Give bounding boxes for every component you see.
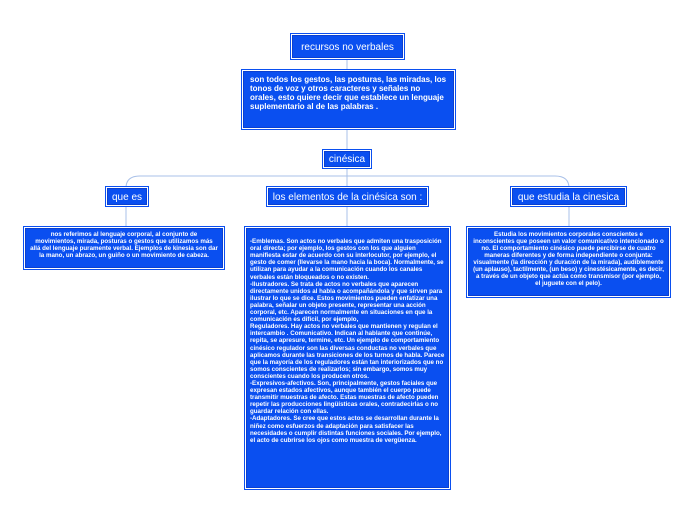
kinesics-label: cinésica xyxy=(328,154,366,165)
root-topic-label: recursos no verbales xyxy=(301,42,394,53)
elements-topic[interactable]: los elementos de la cinésica son : xyxy=(268,188,427,205)
elements-description[interactable]: -Emblemas. Son actos no verbales que adm… xyxy=(246,228,449,488)
studies-label: que estudia la cinesica xyxy=(517,192,620,203)
root-topic[interactable]: recursos no verbales xyxy=(292,35,403,58)
elements-description-text: -Emblemas. Son actos no verbales que adm… xyxy=(250,238,445,444)
studies-topic[interactable]: que estudia la cinesica xyxy=(512,188,625,205)
definition-text: son todos los gestos, las posturas, las … xyxy=(250,75,447,111)
what-is-description[interactable]: nos referimos al lenguaje corporal, al c… xyxy=(25,228,223,268)
what-is-description-text: nos referimos al lenguaje corporal, al c… xyxy=(30,231,218,259)
what-is-label: que es xyxy=(111,192,143,203)
studies-description[interactable]: Estudia los movimientos corporales consc… xyxy=(468,228,669,296)
studies-description-text: Estudia los movimientos corporales consc… xyxy=(473,231,664,287)
what-is-topic[interactable]: que es xyxy=(107,188,147,205)
definition-node[interactable]: son todos los gestos, las posturas, las … xyxy=(243,71,454,128)
elements-label: los elementos de la cinésica son : xyxy=(272,192,423,203)
kinesics-topic[interactable]: cinésica xyxy=(324,151,370,167)
